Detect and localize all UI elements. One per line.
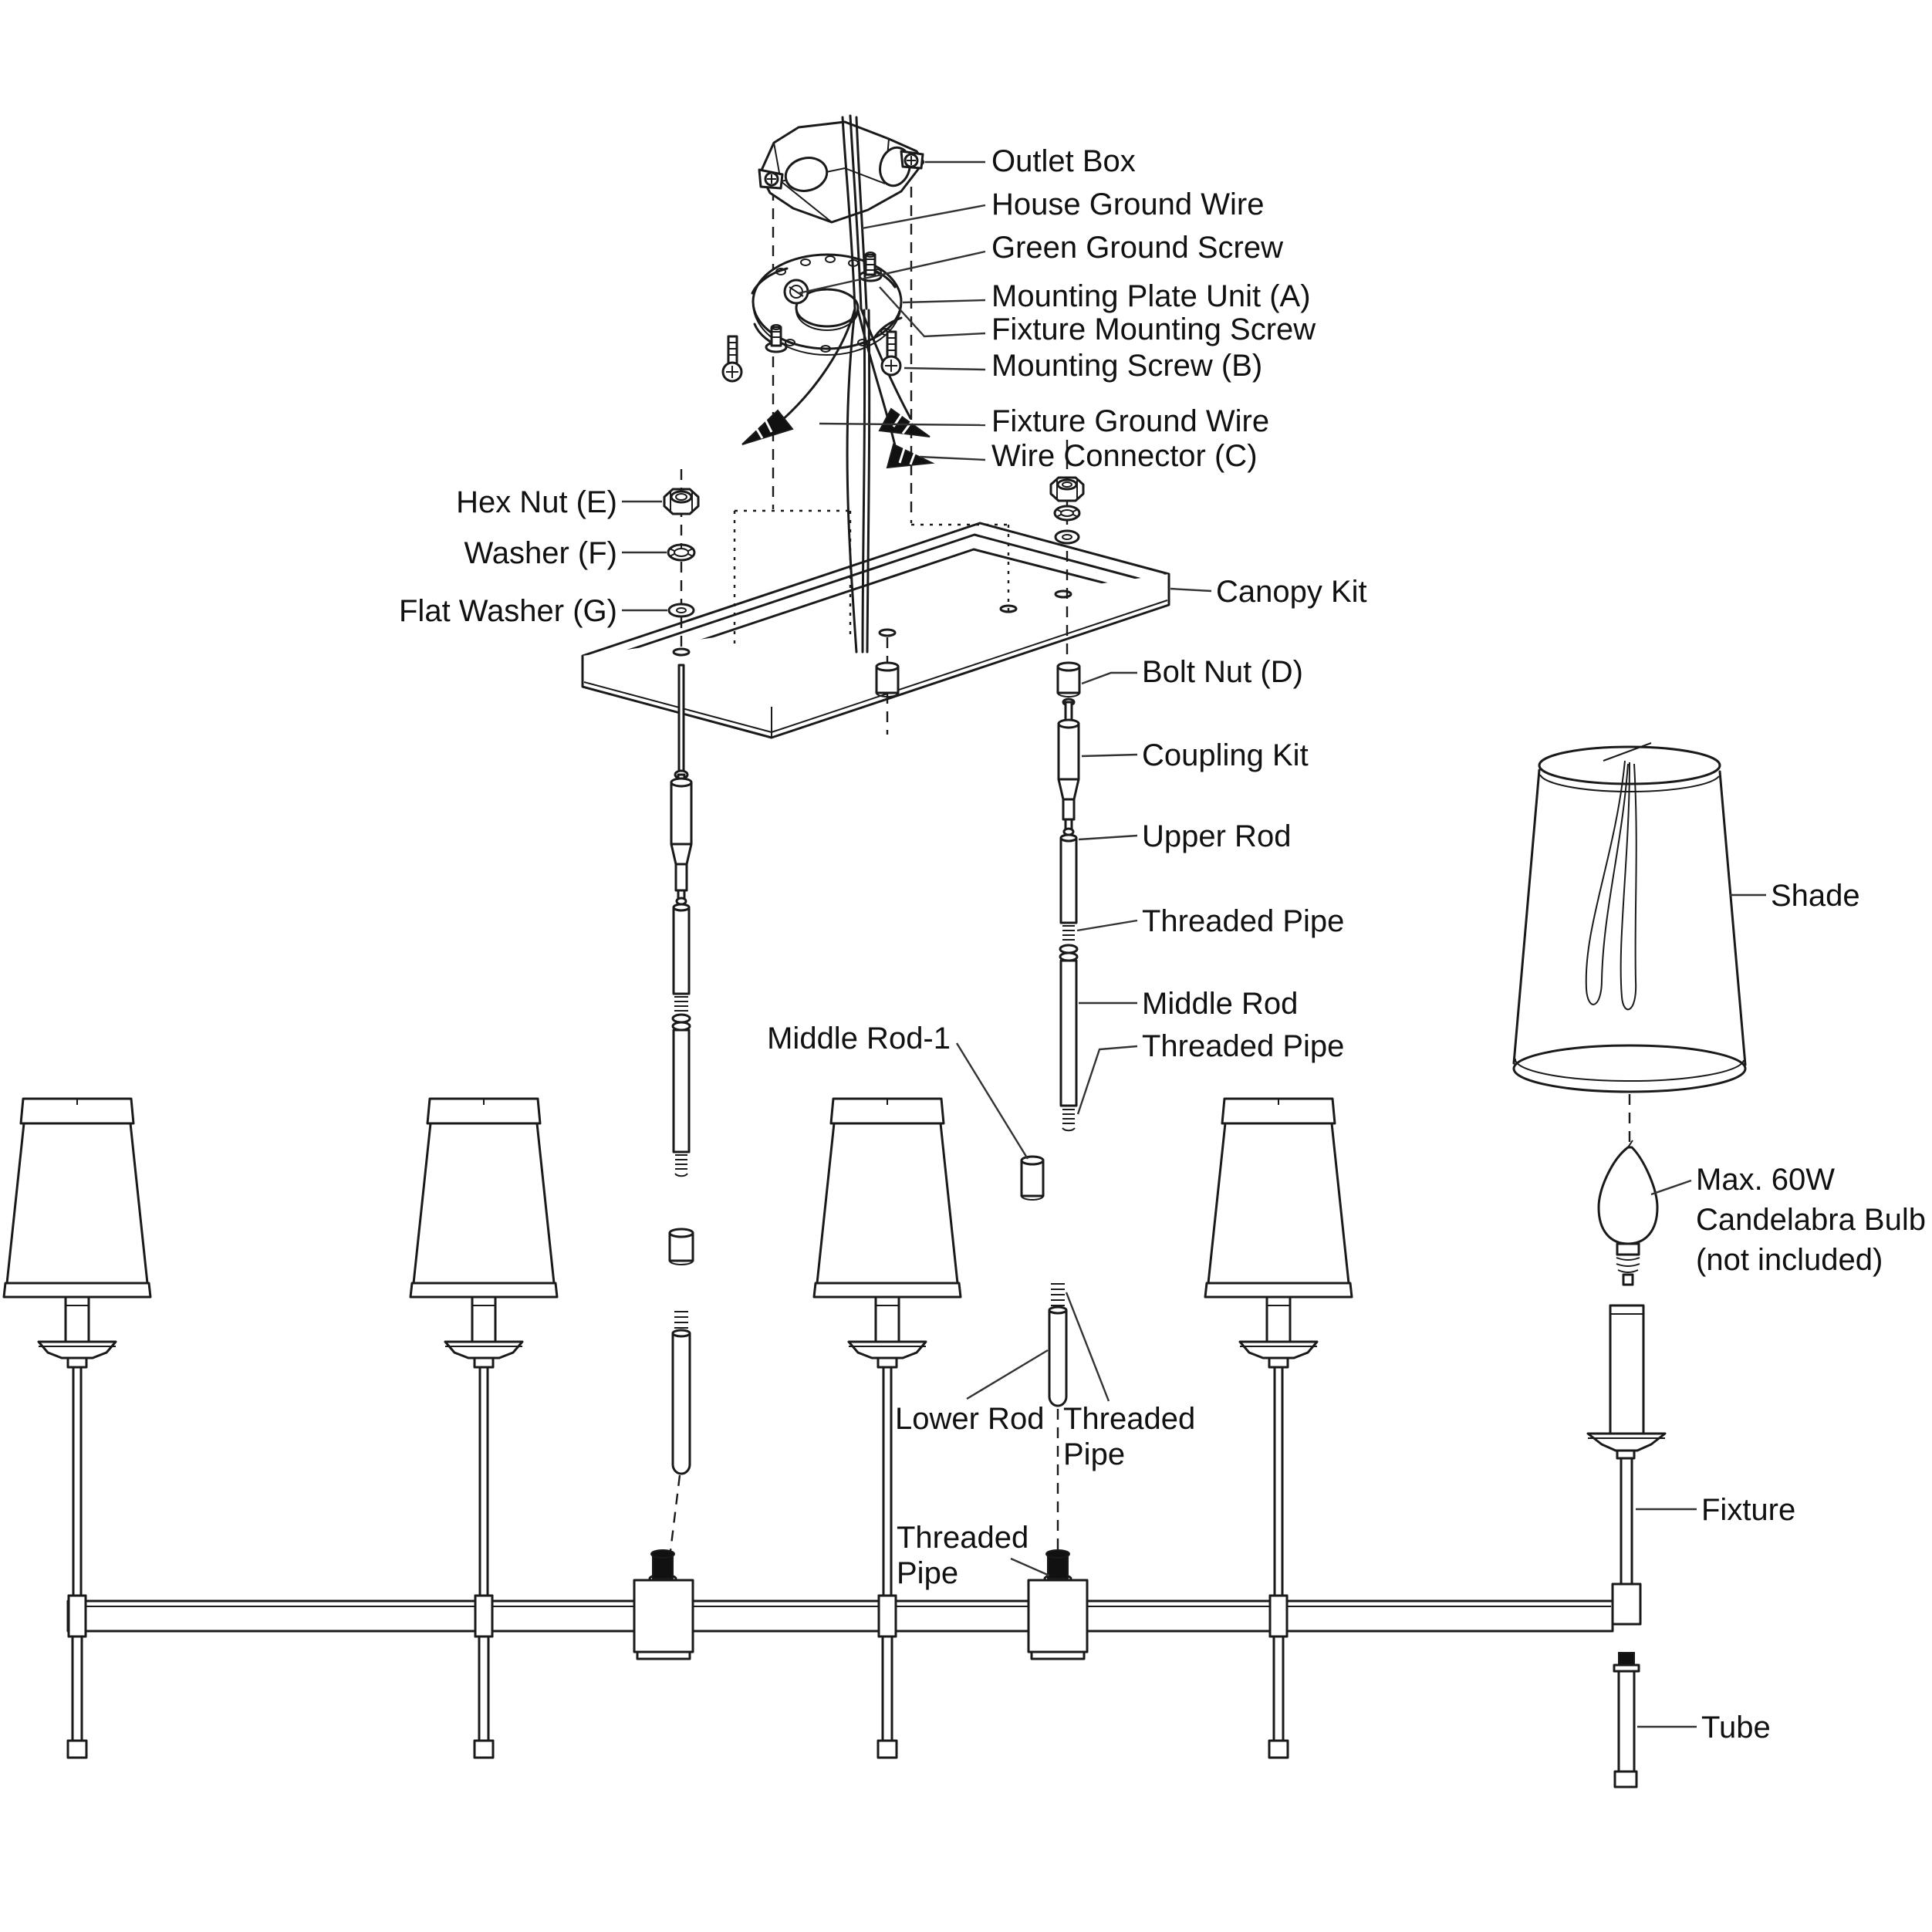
- label-mounting-plate-unit: Mounting Plate Unit (A): [991, 279, 1311, 313]
- label-fixture-mounting-screw: Fixture Mounting Screw: [991, 312, 1316, 346]
- hex-nut-e-icon: [663, 488, 700, 515]
- label-canopy-kit: Canopy Kit: [1216, 575, 1367, 609]
- flat-washer-g-icon: [667, 603, 695, 618]
- bar-collars: [67, 1594, 1289, 1638]
- lamp-arm-1: [2, 1097, 152, 1759]
- outlet-box-left-tab-screw: [758, 168, 784, 190]
- upper-rod-icon: [1059, 833, 1078, 924]
- tube-drawing: [1613, 1652, 1640, 1788]
- label-mounting-screw-b: Mounting Screw (B): [991, 349, 1262, 383]
- hex-nut-right-icon: [1049, 476, 1085, 502]
- label-middle-rod-1: Middle Rod-1: [767, 1022, 951, 1056]
- label-threaded-pipe-right-l2: Pipe: [1063, 1437, 1125, 1471]
- middle-rod-icon: [1059, 959, 1078, 1107]
- label-fixture-ground-wire: Fixture Ground Wire: [991, 404, 1269, 438]
- labels: Outlet Box House Ground Wire Green Groun…: [399, 144, 1926, 1745]
- label-outlet-box: Outlet Box: [991, 144, 1136, 178]
- fixture-frame-bar: [66, 1599, 1614, 1633]
- canopy-kit-drawing: [581, 522, 1170, 739]
- right-rod-column: [1020, 697, 1080, 1407]
- label-house-ground-wire: House Ground Wire: [991, 187, 1264, 221]
- leader-lines: [622, 160, 1766, 1728]
- center-block-1: [633, 1549, 694, 1660]
- lamp-arm-2: [409, 1097, 559, 1759]
- threaded-pipe-icon: [1062, 925, 1075, 941]
- wires-drawing: [779, 114, 912, 654]
- label-tube: Tube: [1701, 1711, 1771, 1745]
- label-washer-f: Washer (F): [464, 536, 617, 570]
- label-upper-rod: Upper Rod: [1142, 819, 1291, 853]
- left-rod-column: [668, 664, 694, 1475]
- outlet-box-right-tab-screw: [900, 150, 924, 170]
- label-threaded-pipe-left-l2: Pipe: [897, 1556, 958, 1590]
- left-lower-rod-icon: [671, 1311, 691, 1475]
- label-shade: Shade: [1771, 879, 1860, 913]
- shade-drawing: [1512, 742, 1747, 1093]
- label-threaded-pipe-left-l1: Threaded: [897, 1521, 1028, 1555]
- candelabra-bulb-icon: [1597, 1140, 1659, 1286]
- washer-f-icon: [667, 543, 696, 562]
- label-hex-nut-e: Hex Nut (E): [456, 485, 617, 519]
- flat-washer-right-icon: [1054, 529, 1080, 545]
- lower-rod-icon: [1048, 1283, 1068, 1407]
- washer-right-icon: [1053, 505, 1081, 522]
- label-bolt-nut-d: Bolt Nut (D): [1142, 655, 1303, 689]
- label-bulb-line2: Candelabra Bulb: [1696, 1203, 1926, 1237]
- outlet-box-drawing: [758, 120, 925, 224]
- threaded-pipe-2-icon: [1062, 1109, 1076, 1132]
- label-bulb-line3: (not included): [1696, 1243, 1883, 1277]
- label-threaded-pipe-2: Threaded Pipe: [1142, 1029, 1344, 1063]
- left-threaded-pipe-upper-icon: [674, 996, 688, 1012]
- label-green-ground-screw: Green Ground Screw: [991, 231, 1283, 265]
- label-bulb-line1: Max. 60W: [1696, 1163, 1835, 1197]
- label-middle-rod: Middle Rod: [1142, 987, 1298, 1021]
- bolt-nut-d-left-icon: [875, 661, 900, 697]
- left-nut-cylinder-icon: [668, 1228, 694, 1265]
- left-middle-rod-threads: [674, 1154, 688, 1177]
- fixture-mounting-screw-2-icon: [765, 324, 788, 353]
- label-wire-connector-c: Wire Connector (C): [991, 439, 1258, 473]
- wire-connector-icons: [741, 407, 935, 469]
- middle-rod-1-icon: [1020, 1155, 1045, 1201]
- center-block-2: [1027, 1549, 1089, 1660]
- coupling-kit-icon: [1057, 697, 1080, 836]
- lamp-arm-4: [1204, 1097, 1353, 1759]
- label-coupling-kit: Coupling Kit: [1142, 738, 1309, 772]
- label-fixture: Fixture: [1701, 1493, 1795, 1527]
- label-lower-rod: Lower Rod: [895, 1402, 1044, 1436]
- label-threaded-pipe-right-l1: Threaded: [1063, 1402, 1195, 1436]
- label-flat-washer-g: Flat Washer (G): [399, 594, 617, 628]
- bolt-nut-d-right-icon: [1056, 661, 1081, 697]
- label-threaded-pipe-1: Threaded Pipe: [1142, 904, 1344, 938]
- mounting-screw-b-icons: [721, 330, 902, 383]
- fixture-arm-drawing: [1586, 1304, 1667, 1626]
- mounting-plate-drawing: [751, 252, 903, 356]
